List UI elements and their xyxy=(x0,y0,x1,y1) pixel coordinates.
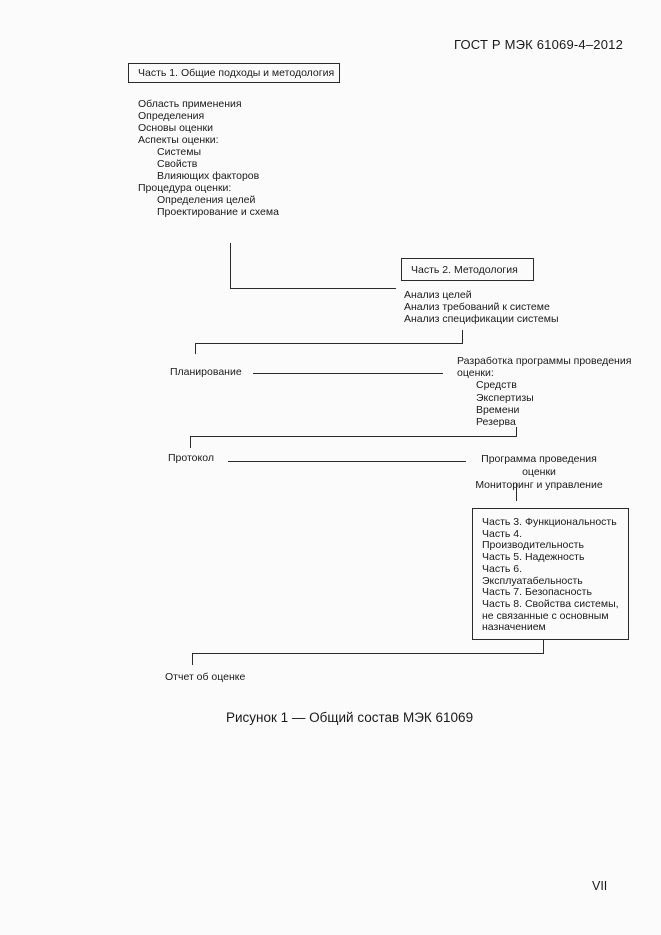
part1-box-label: Часть 1. Общие подходы и методология xyxy=(138,67,335,79)
part-item: Часть 4. Производительность xyxy=(482,527,584,552)
list-item: Проектирование и схема xyxy=(157,206,279,218)
connector-line xyxy=(195,343,196,354)
part2-box: Часть 2. Методология xyxy=(401,258,534,281)
resource-item: Экспертизы xyxy=(476,391,534,404)
list-item: Аспекты оценки: xyxy=(138,134,219,146)
connector-line xyxy=(253,373,443,374)
list-item: Анализ спецификации системы xyxy=(404,313,559,325)
part1-list: Область применения Определения Основы оц… xyxy=(138,98,279,218)
program-title: Разработка программы проведения оценки: xyxy=(457,355,632,380)
connector-line xyxy=(543,640,544,653)
connector-line xyxy=(230,288,396,289)
connector-line xyxy=(192,653,193,665)
part-item: Часть 8. Свойства системы, не связанные … xyxy=(482,597,619,634)
part2-list: Анализ целей Анализ требований к системе… xyxy=(404,289,559,325)
parts3-8-box: Часть 3. Функциональность Часть 4. Произ… xyxy=(472,508,629,640)
figure-caption: Рисунок 1 — Общий состав МЭК 61069 xyxy=(226,710,474,725)
list-item: Системы xyxy=(157,146,201,158)
planning-label: Планирование xyxy=(170,366,242,378)
resource-item: Времени xyxy=(476,403,520,416)
list-item: Основы оценки xyxy=(138,122,213,134)
program-monitoring-block: Программа проведения оценки Мониторинг и… xyxy=(464,453,614,492)
list-item: Свойств xyxy=(157,158,198,170)
part-item: Часть 6. Эксплуатабельность xyxy=(482,562,583,587)
program-line: Программа проведения оценки xyxy=(481,453,597,478)
connector-line xyxy=(190,436,517,437)
connector-line xyxy=(516,427,517,436)
connector-line xyxy=(462,330,463,343)
connector-line xyxy=(195,343,463,344)
connector-line xyxy=(230,243,231,288)
page-number: VII xyxy=(592,879,608,893)
connector-line xyxy=(192,653,544,654)
resource-item: Резерва xyxy=(476,416,516,429)
list-item: Анализ целей xyxy=(404,289,472,301)
part-item: Часть 5. Надежность xyxy=(482,551,585,564)
program-development-block: Разработка программы проведения оценки: … xyxy=(457,355,633,428)
part1-box: Часть 1. Общие подходы и методология xyxy=(128,63,340,83)
protocol-label: Протокол xyxy=(168,452,214,464)
list-item: Определения целей xyxy=(157,194,256,206)
list-item: Определения xyxy=(138,110,205,122)
list-item: Процедура оценки: xyxy=(138,182,232,194)
program-line: Мониторинг и управление xyxy=(475,479,603,491)
report-label: Отчет об оценке xyxy=(165,671,246,683)
connector-line xyxy=(516,483,517,501)
list-item: Анализ требований к системе xyxy=(404,301,550,313)
list-item: Влияющих факторов xyxy=(157,170,260,182)
connector-line xyxy=(190,436,191,448)
part2-box-label: Часть 2. Методология xyxy=(411,263,518,276)
list-item: Область применения xyxy=(138,98,242,110)
document-header: ГОСТ Р МЭК 61069-4–2012 xyxy=(453,37,623,52)
part-item: Часть 7. Безопасность xyxy=(482,586,592,599)
connector-line xyxy=(228,461,466,462)
part-item: Часть 3. Функциональность xyxy=(482,516,617,528)
resource-item: Средств xyxy=(476,379,517,392)
